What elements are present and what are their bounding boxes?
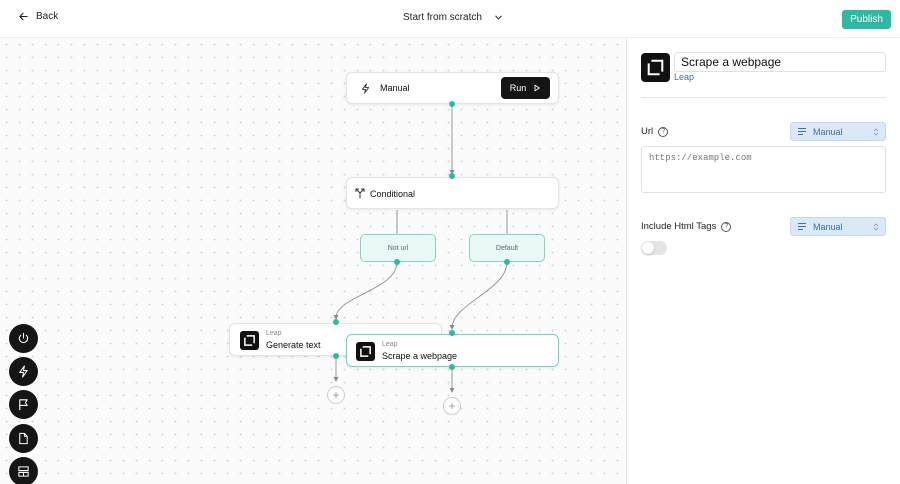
url-mode-value: Manual	[813, 126, 843, 137]
include-html-label: Include Html Tags	[641, 221, 717, 232]
branch-not-url[interactable]: Not url	[360, 234, 436, 262]
generate-provider: Leap	[266, 330, 282, 337]
chevron-updown-icon	[873, 128, 879, 136]
layout-tool-button[interactable]	[9, 457, 38, 484]
handle-scrape-in[interactable]	[449, 330, 455, 336]
scrape-label: Scrape a webpage	[382, 351, 458, 361]
handle-trigger-out[interactable]	[449, 101, 455, 107]
back-button[interactable]: Back	[18, 11, 58, 22]
power-icon	[18, 332, 29, 344]
lines-icon	[798, 223, 806, 230]
handle-conditional-in[interactable]	[449, 173, 455, 179]
run-label: Run	[509, 83, 527, 93]
handle-default-out[interactable]	[504, 259, 510, 265]
top-bar: Back Start from scratch Publish	[0, 0, 900, 38]
include-html-mode-value: Manual	[813, 221, 843, 232]
leap-logo-icon	[641, 53, 670, 82]
branch-default[interactable]: Default	[469, 234, 545, 262]
conditional-node[interactable]: Conditional	[346, 177, 559, 209]
trigger-label: Manual	[380, 83, 410, 93]
step-provider: Leap	[674, 72, 695, 82]
settings-panel: Leap Url ? Manual Include Html Tags ? Ma…	[628, 38, 900, 484]
edge-default-scrape	[451, 261, 508, 329]
url-mode-select[interactable]: Manual	[790, 122, 886, 141]
url-label: Url	[641, 126, 654, 137]
bolt-icon	[19, 365, 28, 378]
arrow-left-icon	[19, 12, 28, 21]
connection-edges	[333, 105, 508, 393]
bolt-icon	[361, 83, 370, 94]
chevron-updown-icon	[873, 223, 879, 231]
file-icon	[19, 432, 28, 445]
flag-icon	[19, 399, 28, 411]
leap-logo-icon	[240, 331, 259, 350]
bolt-tool-button[interactable]	[9, 357, 38, 386]
power-tool-button[interactable]	[9, 324, 38, 353]
edge-noturl-generate	[335, 261, 398, 319]
publish-button[interactable]: Publish	[842, 10, 891, 29]
handle-generate-out[interactable]	[333, 353, 339, 359]
template-label: Start from scratch	[403, 12, 482, 23]
run-button[interactable]: Run	[501, 77, 550, 99]
scrape-webpage-node[interactable]: Leap Scrape a webpage	[346, 334, 559, 367]
url-input[interactable]	[641, 146, 886, 193]
template-select[interactable]: Start from scratch	[403, 12, 503, 23]
file-tool-button[interactable]	[9, 424, 38, 453]
handle-generate-in[interactable]	[333, 319, 339, 325]
include-html-toggle[interactable]	[641, 241, 667, 255]
flag-tool-button[interactable]	[9, 390, 38, 419]
play-icon	[534, 84, 541, 92]
generate-label: Generate text	[266, 340, 321, 350]
toggle-knob	[642, 242, 654, 254]
include-html-field-label: Include Html Tags ?	[641, 221, 732, 232]
lines-icon	[798, 128, 806, 135]
handle-scrape-out[interactable]	[449, 364, 455, 370]
workflow-canvas[interactable]: Manual Run Conditional Not url Default L…	[0, 38, 627, 484]
conditional-label: Conditional	[370, 189, 416, 199]
step-title-input[interactable]	[674, 52, 886, 72]
chevron-down-icon	[495, 15, 502, 20]
scrape-provider: Leap	[382, 341, 398, 348]
trigger-node[interactable]: Manual Run	[346, 72, 559, 104]
add-step-after-scrape-button[interactable]: +	[443, 397, 461, 415]
help-icon[interactable]: ?	[658, 126, 669, 137]
branch-icon	[355, 188, 365, 199]
url-field-label: Url ?	[641, 126, 669, 137]
add-step-after-generate-button[interactable]: +	[327, 386, 345, 404]
back-label: Back	[36, 11, 59, 22]
help-icon[interactable]: ?	[721, 221, 732, 232]
divider	[641, 97, 886, 98]
leap-logo-icon	[356, 342, 375, 361]
layout-icon	[18, 466, 29, 477]
handle-noturl-out[interactable]	[394, 259, 400, 265]
include-html-mode-select[interactable]: Manual	[790, 217, 886, 236]
